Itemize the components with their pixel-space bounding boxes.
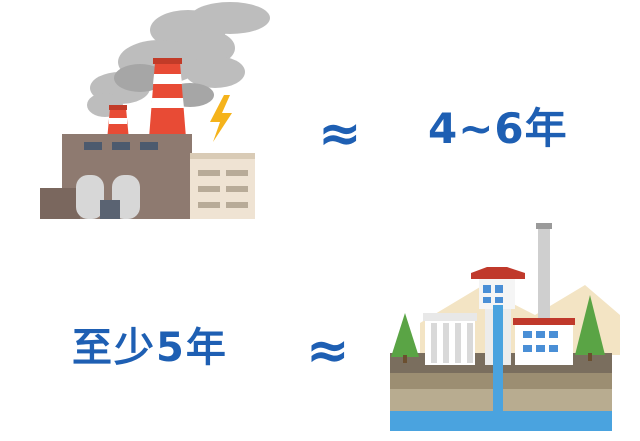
tall-chimney <box>149 58 186 138</box>
coal-power-plant-icon <box>40 2 270 219</box>
approx-symbol: ≈ <box>318 104 362 164</box>
tree-right-icon <box>575 295 605 361</box>
right-building <box>513 318 575 365</box>
geothermal-power-plant-icon <box>390 223 620 431</box>
left-building <box>423 313 477 365</box>
duration-label: 至少5年 <box>72 325 228 371</box>
lightning-icon <box>210 95 232 142</box>
duration-label: 4~6年 <box>428 104 568 153</box>
chimney <box>538 223 550 333</box>
well-pipe <box>493 305 503 431</box>
short-chimney <box>107 105 129 140</box>
approx-symbol: ≈ <box>306 321 350 381</box>
factory-annex <box>190 153 255 219</box>
tree-left-icon <box>391 313 419 363</box>
factory-building <box>40 134 192 219</box>
